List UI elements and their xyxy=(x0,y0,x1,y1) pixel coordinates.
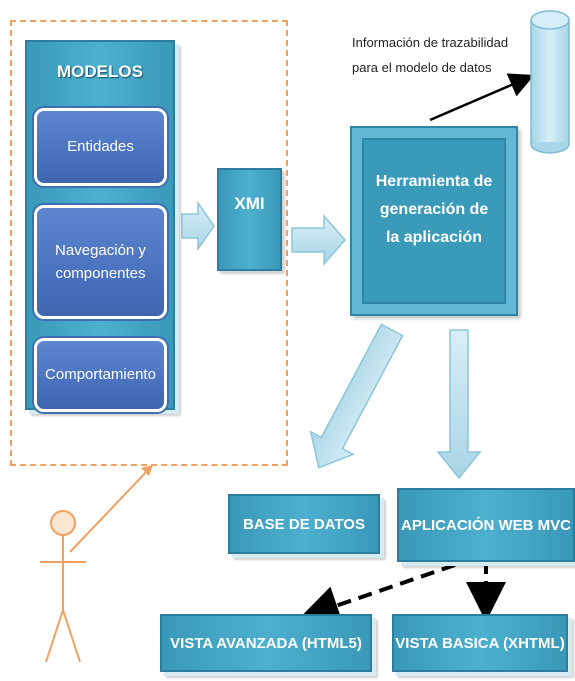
webapp-box: APLICACIÓN WEB MVC xyxy=(397,488,575,562)
actor-arrow xyxy=(69,467,151,553)
model-card-label: Navegación y componentes xyxy=(55,241,146,282)
model-card-entities: Entidades xyxy=(34,108,167,186)
traceability-note-line-1: Información de trazabilidad xyxy=(352,35,509,50)
database-box: BASE DE DATOS xyxy=(228,494,380,554)
generation-tool-box: Herramienta de generación de la aplicaci… xyxy=(350,126,518,316)
arrow-xmi-to-tool xyxy=(291,214,346,266)
arrow-models-to-xmi xyxy=(181,200,215,252)
traceability-note-line-2: para el modelo de datos xyxy=(352,60,492,76)
dashed-arrow-to-advanced-view xyxy=(299,563,456,625)
advanced-view-box: VISTA AVANZADA (HTML5) xyxy=(160,614,372,672)
basic-view-box: VISTA BASICA (XHTML) xyxy=(392,614,568,672)
trace-arrow xyxy=(429,73,535,122)
advanced-view-label: VISTA AVANZADA (HTML5) xyxy=(170,634,362,652)
arrow-tool-to-database xyxy=(309,323,404,469)
model-card-navigation: Navegación y componentes xyxy=(34,205,167,319)
basic-view-label: VISTA BASICA (XHTML) xyxy=(395,634,565,652)
model-card-label: Entidades xyxy=(67,138,134,156)
database-label: BASE DE DATOS xyxy=(243,515,365,533)
models-group-boundary xyxy=(10,20,288,466)
generation-tool-label: Herramienta de generación de la aplicaci… xyxy=(375,173,493,246)
traceability-cylinder-icon xyxy=(530,10,570,154)
xmi-label: XMI xyxy=(234,194,265,213)
models-title: MODELOS xyxy=(57,62,143,81)
actor-icon xyxy=(40,510,86,663)
traceability-note: Información de trazabilidad para el mode… xyxy=(352,30,528,81)
model-card-behavior: Comportamiento xyxy=(34,338,167,412)
model-card-label: Comportamiento xyxy=(45,366,156,384)
arrow-tool-to-webapp xyxy=(436,329,482,480)
webapp-label: APLICACIÓN WEB MVC xyxy=(401,516,571,534)
xmi-document: XMI xyxy=(217,168,282,271)
